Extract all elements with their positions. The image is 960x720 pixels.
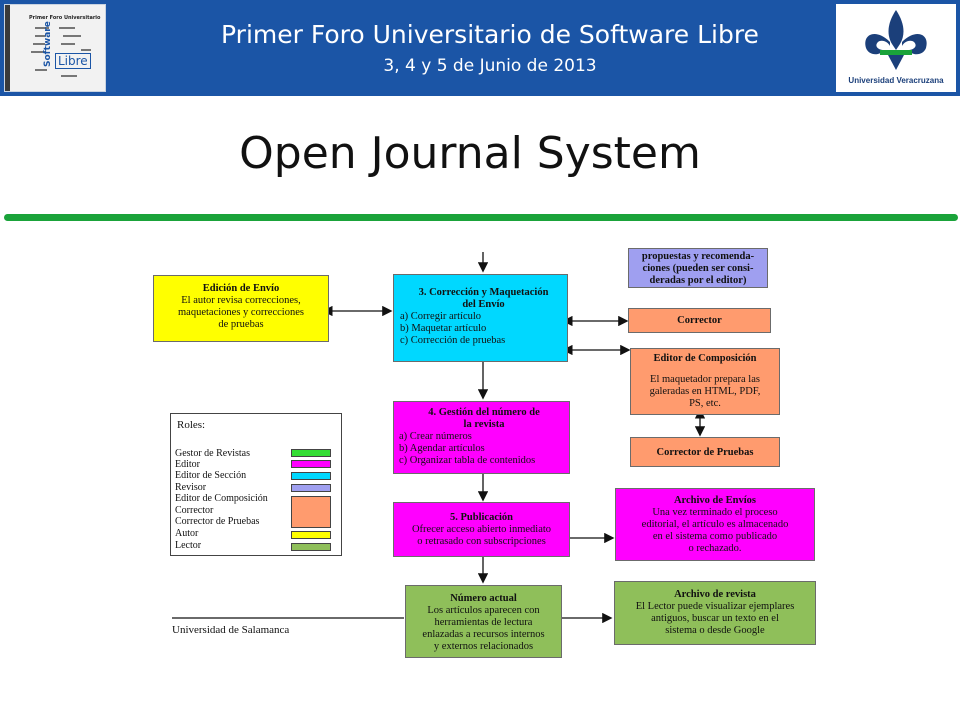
box-correccion-maquetacion: 3. Corrección y Maquetación del Envío a)… bbox=[393, 274, 568, 362]
roles-legend: Roles: Gestor de Revistas Editor Editor … bbox=[170, 413, 342, 556]
forum-logo-libre: Libre bbox=[55, 53, 91, 69]
role-swatch-editor-seccion bbox=[291, 472, 331, 480]
box-archivoenvios-title: Archivo de Envíos bbox=[673, 495, 757, 506]
role-label: Lector bbox=[175, 540, 202, 551]
role-label: Editor de Sección bbox=[175, 470, 247, 481]
box-archivoenvios-line: o rechazado. bbox=[688, 543, 742, 554]
box-corrector-pruebas: Corrector de Pruebas bbox=[630, 437, 780, 467]
box-propuestas-line: deradas por el editor) bbox=[649, 275, 747, 286]
box-editorcomp-line: El maquetador prepara las bbox=[650, 374, 760, 385]
role-label: Editor bbox=[175, 459, 200, 470]
uv-logo: Universidad Veracruzana bbox=[836, 4, 956, 92]
event-dates: 3, 4 y 5 de Junio de 2013 bbox=[383, 56, 597, 76]
box-publicacion-line: Ofrecer acceso abierto inmediato bbox=[411, 524, 552, 535]
box-archivorevista-title: Archivo de revista bbox=[674, 589, 756, 600]
box-archivo-revista: Archivo de revista El Lector puede visua… bbox=[614, 581, 816, 645]
forum-logo: Primer Foro Universitario Software Libre bbox=[4, 4, 106, 92]
role-label: Gestor de Revistas bbox=[175, 448, 250, 459]
box-editorcomp-line: PS, etc. bbox=[689, 398, 721, 409]
role-swatch-composicion-corrector bbox=[291, 496, 331, 528]
role-swatch-gestor bbox=[291, 449, 331, 457]
box-edicion-line: de pruebas bbox=[218, 319, 264, 330]
box-numero-line: enlazadas a recursos internos bbox=[422, 629, 545, 640]
role-swatch-autor bbox=[291, 531, 331, 539]
header-banner: Primer Foro Universitario Software Libre… bbox=[0, 0, 960, 96]
box-propuestas-line: ciones (pueden ser consi- bbox=[642, 263, 754, 274]
box-gestion-numero: 4. Gestión del número de la revista a) C… bbox=[393, 401, 570, 474]
box-numero-line: herramientas de lectura bbox=[434, 617, 533, 628]
box-propuestas-line: propuestas y recomenda- bbox=[641, 251, 755, 262]
box-edicion-line: El autor revisa correcciones, bbox=[181, 295, 301, 306]
slide-title: Open Journal System bbox=[239, 128, 701, 179]
box-edicion-line: maquetaciones y correcciones bbox=[178, 307, 304, 318]
role-swatch-lector bbox=[291, 543, 331, 551]
box-archivoenvios-line: Una vez terminado el proceso bbox=[652, 507, 778, 518]
box-archivorevista-line: sistema o desde Google bbox=[665, 625, 765, 636]
box-gestion-title: la revista bbox=[463, 419, 505, 430]
box-archivorevista-line: antiguos, buscar un texto en el bbox=[651, 613, 779, 624]
role-swatch-revisor bbox=[291, 484, 331, 492]
box-edicion-envio: Edición de Envío El autor revisa correcc… bbox=[153, 275, 329, 342]
box-publicacion-title: 5. Publicación bbox=[449, 512, 513, 523]
box-correccion-title: 3. Corrección y Maquetación bbox=[418, 287, 549, 298]
box-correccion-title: del Envío bbox=[462, 299, 505, 310]
box-numero-line: y externos relacionados bbox=[433, 641, 534, 652]
box-gestion-item: a) Crear números bbox=[399, 431, 472, 442]
role-swatch-editor bbox=[291, 460, 331, 468]
box-publicacion-line: o retrasado con subscripciones bbox=[417, 536, 546, 547]
box-correccion-item: c) Corrección de pruebas bbox=[400, 335, 506, 346]
title-divider bbox=[4, 214, 958, 221]
box-archivoenvios-line: en el sistema como publicado bbox=[652, 531, 778, 542]
box-editorcomp-line: galeradas en HTML, PDF, bbox=[649, 386, 761, 397]
box-pruebas-title: Corrector de Pruebas bbox=[656, 447, 754, 458]
role-label: Corrector de Pruebas bbox=[175, 516, 260, 527]
role-label: Corrector bbox=[175, 505, 214, 516]
box-gestion-title: 4. Gestión del número de bbox=[428, 407, 540, 418]
role-label: Editor de Composición bbox=[175, 493, 268, 504]
box-propuestas: propuestas y recomenda- ciones (pueden s… bbox=[628, 248, 768, 288]
box-edicion-title: Edición de Envío bbox=[202, 283, 280, 294]
box-numero-line: Los artículos aparecen con bbox=[427, 605, 540, 616]
box-gestion-item: c) Organizar tabla de contenidos bbox=[399, 455, 536, 466]
box-correccion-item: b) Maquetar artículo bbox=[400, 323, 487, 334]
role-label: Revisor bbox=[175, 482, 207, 493]
box-editor-composicion: Editor de Composición El maquetador prep… bbox=[630, 348, 780, 415]
source-label: Universidad de Salamanca bbox=[172, 624, 290, 636]
box-corrector-title: Corrector bbox=[677, 315, 722, 326]
box-archivorevista-line: El Lector puede visualizar ejemplares bbox=[635, 601, 795, 612]
uv-logo-text: Universidad Veracruzana bbox=[848, 76, 944, 85]
box-editorcomp-title: Editor de Composición bbox=[653, 353, 757, 364]
fleur-de-lis-icon bbox=[865, 10, 927, 70]
box-archivoenvios-line: editorial, el artículo es almacenado bbox=[641, 519, 789, 530]
box-gestion-item: b) Agendar artículos bbox=[399, 443, 485, 454]
box-corrector: Corrector bbox=[628, 308, 771, 333]
roles-title: Roles: bbox=[177, 419, 206, 431]
box-correccion-item: a) Corregir artículo bbox=[400, 311, 482, 322]
box-numero-actual: Número actual Los artículos aparecen con… bbox=[405, 585, 562, 658]
box-numero-title: Número actual bbox=[450, 593, 517, 604]
role-label: Autor bbox=[175, 528, 199, 539]
forum-logo-title: Primer Foro Universitario bbox=[29, 15, 101, 21]
box-archivo-envios: Archivo de Envíos Una vez terminado el p… bbox=[615, 488, 815, 561]
box-publicacion: 5. Publicación Ofrecer acceso abierto in… bbox=[393, 502, 570, 557]
event-title: Primer Foro Universitario de Software Li… bbox=[221, 20, 759, 49]
